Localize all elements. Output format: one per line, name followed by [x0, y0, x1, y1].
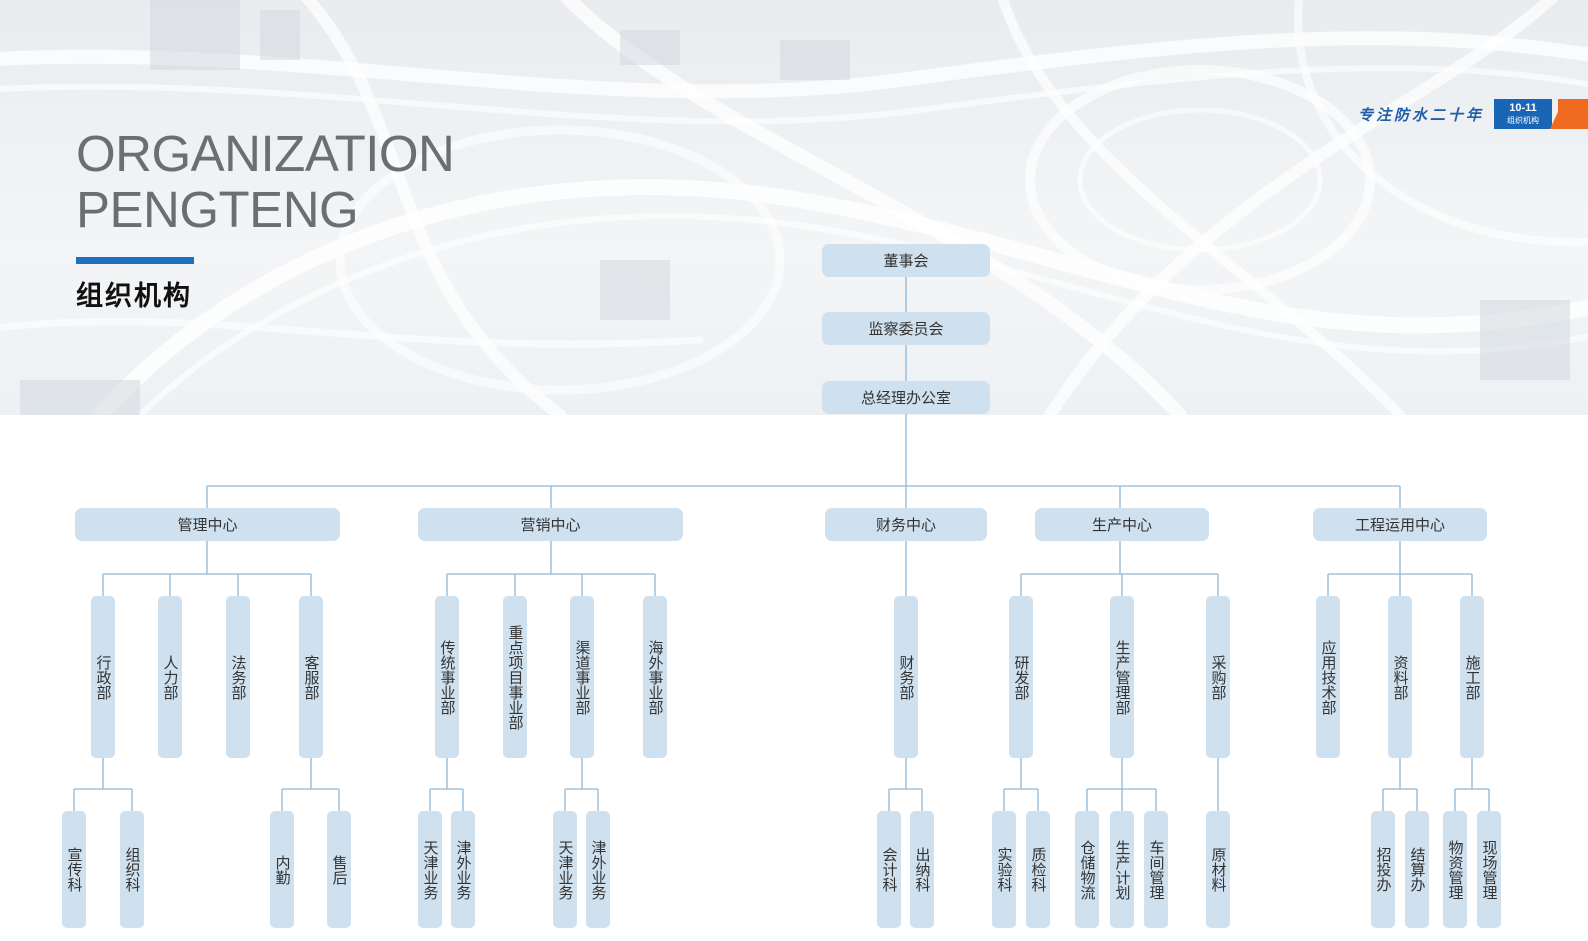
- node-unit: 天津业务: [418, 811, 442, 928]
- node-unit: 会计科: [877, 811, 901, 928]
- node-unit: 津外业务: [586, 811, 610, 928]
- node-unit: 物资管理: [1443, 811, 1467, 928]
- node-unit: 仓储物流: [1075, 811, 1099, 928]
- node-unit: 现场管理: [1477, 811, 1501, 928]
- node-department: 采购部: [1206, 596, 1230, 758]
- heading-line-1: ORGANIZATION: [76, 125, 455, 182]
- node-department: 海外事业部: [643, 596, 667, 758]
- node-department: 资料部: [1388, 596, 1412, 758]
- page-tag: 10-11 组织机构: [1494, 99, 1552, 129]
- node-unit: 生产计划: [1110, 811, 1134, 928]
- node-department: 行政部: [91, 596, 115, 758]
- node-department: 人力部: [158, 596, 182, 758]
- node-unit: 质检科: [1026, 811, 1050, 928]
- node-unit: 出纳科: [910, 811, 934, 928]
- node-unit: 宣传科: [62, 811, 86, 928]
- page-heading: ORGANIZATION PENGTENG: [76, 125, 455, 238]
- node-department: 应用技术部: [1316, 596, 1340, 758]
- background-banner: [0, 0, 1588, 415]
- node-department: 生产管理部: [1110, 596, 1134, 758]
- node-center: 工程运用中心: [1313, 508, 1487, 541]
- node-unit: 组织科: [120, 811, 144, 928]
- highway-interchange-image: [0, 0, 1588, 415]
- page-label: 组织机构: [1507, 116, 1539, 125]
- node-center: 管理中心: [75, 508, 340, 541]
- node-unit: 内勤: [270, 811, 294, 928]
- node-unit: 原材料: [1206, 811, 1230, 928]
- page-tag-accent-fill: [1558, 99, 1588, 129]
- node-department: 重点项目事业部: [503, 596, 527, 758]
- node-unit: 津外业务: [451, 811, 475, 928]
- heading-underline: [76, 257, 194, 264]
- node-unit: 天津业务: [553, 811, 577, 928]
- node-center: 营销中心: [418, 508, 683, 541]
- node-center: 生产中心: [1035, 508, 1209, 541]
- node-gm-office: 总经理办公室: [822, 381, 990, 414]
- node-supervisory-committee: 监察委员会: [822, 312, 990, 345]
- node-unit: 车间管理: [1144, 811, 1168, 928]
- page-numbers: 10-11: [1509, 102, 1537, 114]
- node-department: 传统事业部: [435, 596, 459, 758]
- heading-line-2: PENGTENG: [76, 181, 359, 238]
- node-center: 财务中心: [825, 508, 987, 541]
- node-unit: 招投办: [1371, 811, 1395, 928]
- node-department: 施工部: [1460, 596, 1484, 758]
- node-department: 渠道事业部: [570, 596, 594, 758]
- node-unit: 结算办: [1405, 811, 1429, 928]
- node-department: 研发部: [1009, 596, 1033, 758]
- node-unit: 售后: [327, 811, 351, 928]
- node-department: 财务部: [894, 596, 918, 758]
- node-board: 董事会: [822, 244, 990, 277]
- node-department: 客服部: [299, 596, 323, 758]
- node-department: 法务部: [226, 596, 250, 758]
- node-unit: 实验科: [992, 811, 1016, 928]
- brand-slogan: 专注防水二十年: [1358, 106, 1485, 124]
- heading-chinese: 组织机构: [76, 281, 192, 312]
